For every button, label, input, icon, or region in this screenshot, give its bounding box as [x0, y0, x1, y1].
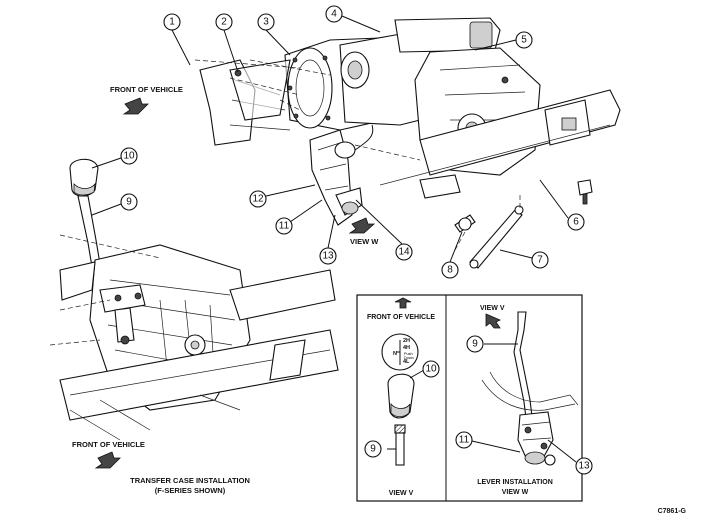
callout-14-text: 14 — [398, 247, 410, 258]
callout-9-inset-w — [466, 335, 484, 353]
callout-14 — [395, 243, 413, 261]
callout-3-text: 3 — [263, 17, 269, 28]
shift-pattern-push: Push — [404, 352, 413, 356]
detail-inset: FRONT OF VEHICLE 2H 4H N 4L Push Down 9 … — [356, 294, 593, 502]
shifter-assembly — [49, 158, 339, 441]
callout-10 — [120, 147, 138, 165]
callout-9-inset-v — [364, 440, 382, 458]
front-arrow-icon — [122, 97, 149, 115]
callout-10-text: 10 — [123, 151, 135, 162]
callout-8-text: 8 — [447, 265, 453, 276]
view-w-pointer: VIEW W — [348, 217, 379, 246]
inset-view-v-pointer-label: VIEW V — [480, 305, 505, 312]
lever-installation-caption-line1: LEVER INSTALLATION — [477, 479, 553, 486]
view-w-arrow-icon — [348, 217, 376, 234]
callout-4 — [325, 5, 343, 23]
callout-13-text: 13 — [322, 251, 334, 262]
callout-5-text: 5 — [521, 35, 527, 46]
callout-1 — [163, 13, 181, 31]
callout-7-text: 7 — [537, 255, 543, 266]
front-of-vehicle-top: FRONT OF VEHICLE — [110, 85, 183, 115]
front-of-vehicle-bottom: FRONT OF VEHICLE — [72, 440, 145, 469]
lever-installation-caption-line2: VIEW W — [502, 489, 529, 496]
callout-6-text: 6 — [573, 217, 579, 228]
callout-1-text: 1 — [169, 17, 175, 28]
callout-11-inset — [455, 431, 473, 449]
callout-8 — [441, 261, 459, 279]
view-v-arrow-icon — [485, 313, 501, 329]
view-w-label: VIEW W — [350, 237, 379, 246]
callout-5 — [515, 31, 533, 49]
callout-7 — [531, 251, 549, 269]
exploded-view-lines — [194, 59, 521, 251]
callout-11-inset-text: 11 — [459, 435, 470, 446]
callout-12-text: 12 — [252, 194, 264, 205]
callout-4-text: 4 — [331, 9, 337, 20]
inset-view-v-caption: VIEW V — [389, 490, 414, 497]
shift-pattern-4h: 4H — [403, 345, 410, 351]
callout-9-inset-w-text: 9 — [472, 339, 478, 350]
figure-code: C7861-G — [658, 508, 687, 515]
callout-13-inset-text: 13 — [578, 461, 590, 472]
front-arrow-icon — [394, 297, 412, 309]
transmission-assembly — [199, 17, 621, 269]
callout-9 — [120, 193, 138, 211]
inset-front-of-vehicle-label: FRONT OF VEHICLE — [367, 314, 435, 321]
shift-pattern-4l: 4L — [403, 359, 410, 365]
callout-2 — [215, 13, 233, 31]
shift-pattern-down: Down — [404, 356, 414, 360]
front-arrow-icon — [94, 451, 121, 469]
callout-6 — [567, 213, 585, 231]
callout-12 — [249, 190, 267, 208]
callout-11 — [275, 217, 293, 235]
shift-pattern-2h: 2H — [403, 338, 410, 344]
transfer-case-caption-line1: TRANSFER CASE INSTALLATION — [130, 476, 250, 485]
transfer-case-caption: TRANSFER CASE INSTALLATION (F-SERIES SHO… — [130, 476, 250, 495]
front-of-vehicle-bottom-label: FRONT OF VEHICLE — [72, 440, 145, 449]
shift-pattern-n: N — [393, 351, 397, 357]
view-v-panel: FRONT OF VEHICLE 2H 4H N 4L Push Down 9 … — [364, 297, 440, 497]
callouts-left: 10 9 — [91, 147, 138, 216]
callout-13 — [319, 247, 337, 265]
callout-9-inset-v-text: 9 — [370, 444, 376, 455]
transfer-case-caption-line2: (F-SERIES SHOWN) — [155, 486, 226, 495]
front-of-vehicle-top-label: FRONT OF VEHICLE — [110, 85, 183, 94]
callout-2-text: 2 — [221, 17, 227, 28]
callout-9-text: 9 — [126, 197, 132, 208]
callouts-top: 1 2 3 4 5 6 7 8 12 11 13 14 — [163, 5, 585, 279]
callout-11-text: 11 — [279, 221, 290, 232]
lever-installation-panel: VIEW V 9 11 13 LEVER INSTALLATION — [455, 305, 593, 496]
callout-10-inset — [422, 360, 440, 378]
callout-10-inset-text: 10 — [425, 364, 437, 375]
callout-3 — [257, 13, 275, 31]
callout-13-inset — [575, 457, 593, 475]
